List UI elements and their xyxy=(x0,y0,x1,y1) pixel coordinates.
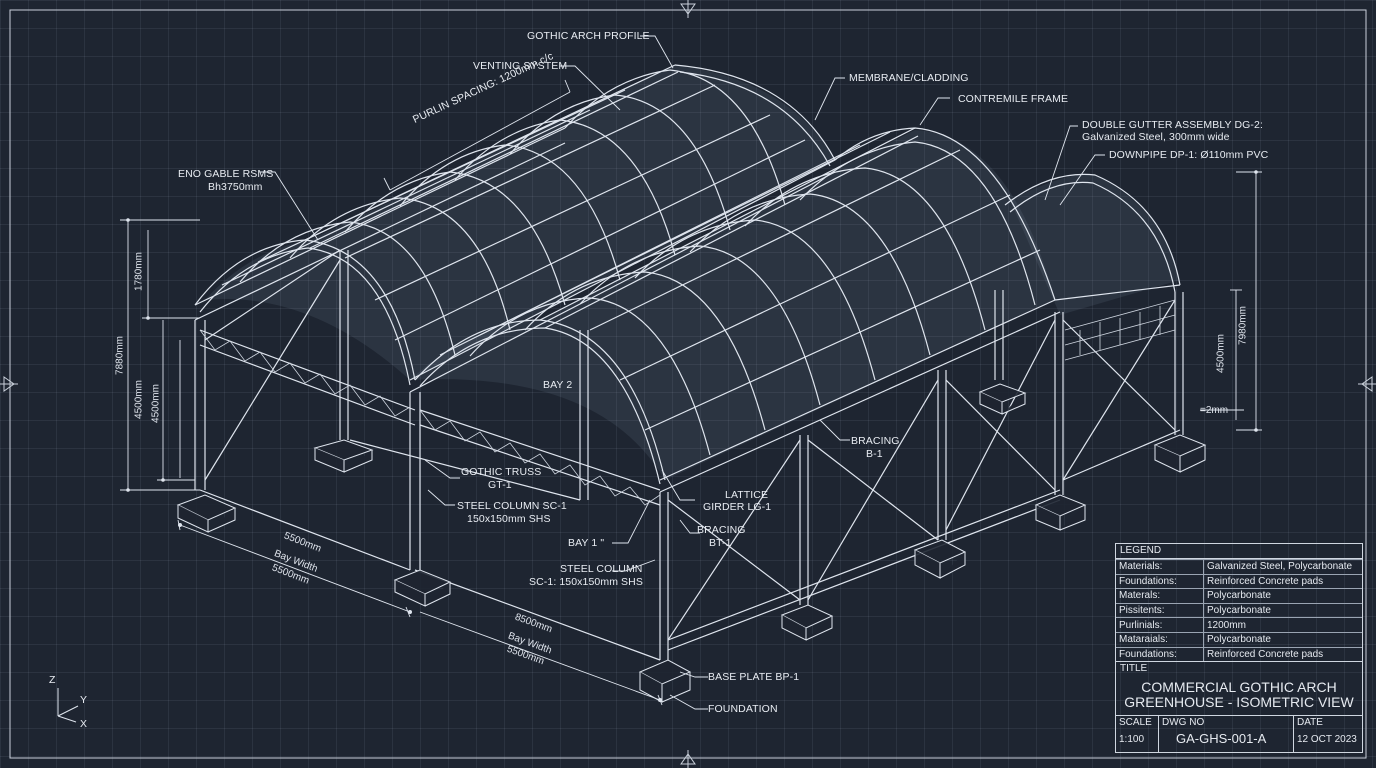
structure-lines xyxy=(194,64,1184,661)
label-base-plate: BASE PLATE BP-1 xyxy=(708,671,800,683)
dimension-ticks xyxy=(126,170,1258,702)
label-bracing-b: BRACING xyxy=(851,435,900,447)
label-end-gable-height: Bh3750mm xyxy=(208,181,263,193)
legend-value: Polycarbonate xyxy=(1203,631,1362,648)
label-lattice: LATTICE xyxy=(725,489,769,501)
scale-cell: SCALE 1:100 xyxy=(1116,716,1159,753)
drawing-title: COMMERCIAL GOTHIC ARCH GREENHOUSE - ISOM… xyxy=(1116,676,1362,715)
label-bracing-bt: BRACING xyxy=(697,524,746,536)
title-block: TITLE COMMERCIAL GOTHIC ARCH GREENHOUSE … xyxy=(1116,661,1362,753)
dim-2mm: =2mm xyxy=(1200,405,1229,416)
legend-key: Mataraials: xyxy=(1116,631,1204,648)
legend-heading: LEGEND xyxy=(1116,544,1362,559)
axis-z-label: Z xyxy=(49,674,56,686)
label-steel-column-2: STEEL COLUMN xyxy=(560,563,643,575)
label-bracing-b-id: B-1 xyxy=(866,448,883,460)
dwg-number: GA-GHS-001-A xyxy=(1176,731,1267,747)
scale-value: 1:100 xyxy=(1119,734,1145,746)
legend-key: Materials: xyxy=(1116,559,1204,575)
axis-triad-icon xyxy=(57,688,79,723)
label-double-gutter: DOUBLE GUTTER ASSEMBLY DG-2: xyxy=(1082,119,1263,131)
axis-x-label: X xyxy=(80,718,88,730)
axis-y-label: Y xyxy=(80,694,88,706)
legend-row: Materals:Polycarbonate xyxy=(1116,588,1362,604)
dim-4500-right: 4500mm xyxy=(1215,334,1227,373)
legend-row: Pissitents:Polycarbonate xyxy=(1116,602,1362,618)
label-bracing-bt-id: BT-1 xyxy=(709,537,732,549)
legend-key: Pissitents: xyxy=(1116,602,1204,618)
label-steel-column-1-size: 150x150mm SHS xyxy=(467,513,551,525)
dim-7880-left: 7880mm xyxy=(114,336,126,375)
dim-4500-b: 4500mm xyxy=(150,384,162,423)
legend-row: Foundations:Reinforced Concrete pads xyxy=(1116,646,1362,662)
legend-value: 1200mm xyxy=(1203,617,1362,633)
scale-label: SCALE xyxy=(1119,717,1152,729)
legend-row: Mataraials:Polycarbonate xyxy=(1116,631,1362,648)
axis-triad: Z Y X xyxy=(48,672,98,732)
legend-key: Materals: xyxy=(1116,588,1204,604)
label-membrane-cladding: MEMBRANE/CLADDING xyxy=(849,72,969,84)
legend-value: Galvanized Steel, Polycarbonate xyxy=(1203,559,1362,575)
legend-value: Reinforced Concrete pads xyxy=(1203,646,1362,662)
label-end-gable: ENO GABLE RSMS xyxy=(178,168,274,180)
dwg-label: DWG NO xyxy=(1162,717,1205,729)
label-lattice-girder: GIRDER LG-1 xyxy=(703,501,772,513)
dimension-lines xyxy=(120,171,1262,706)
drawing-title-line2: GREENHOUSE - ISOMETRIC VIEW xyxy=(1124,694,1354,711)
legend-key: Foundations: xyxy=(1116,646,1204,662)
legend-row: Purlinials:1200mm xyxy=(1116,617,1362,633)
label-venting-system: VENTING SYSTEM xyxy=(473,60,568,72)
dim-7980-right: 7980mm xyxy=(1237,306,1249,345)
legend-value: Reinforced Concrete pads xyxy=(1203,573,1362,589)
legend-table: Materials:Galvanized Steel, Polycarbonat… xyxy=(1116,559,1362,662)
label-steel-column-1: STEEL COLUMN SC-1 xyxy=(457,500,567,512)
title-heading: TITLE xyxy=(1120,663,1148,675)
legend-value: Polycarbonate xyxy=(1203,588,1362,604)
legend-row: Materials:Galvanized Steel, Polycarbonat… xyxy=(1116,559,1362,575)
label-foundation: FOUNDATION xyxy=(708,703,778,715)
label-contremile-frame: CONTREMILE FRAME xyxy=(958,93,1069,105)
leader-lines xyxy=(260,35,1105,710)
glazing-panels xyxy=(205,65,1180,480)
drawing-info-row: SCALE 1:100 DWG NO GA-GHS-001-A DATE 12 … xyxy=(1116,715,1362,753)
label-bay-2: BAY 2 xyxy=(543,379,573,391)
dwg-cell: DWG NO GA-GHS-001-A xyxy=(1159,716,1294,753)
date-label: DATE xyxy=(1297,717,1323,729)
label-gothic-truss-id: GT-1 xyxy=(488,479,512,491)
legend-panel: LEGEND Materials:Galvanized Steel, Polyc… xyxy=(1115,543,1363,754)
legend-row: Foundations:Reinforced Concrete pads xyxy=(1116,573,1362,589)
label-gothic-arch-profile: GOTHIC ARCH PROFILE xyxy=(527,30,650,42)
legend-key: Purlinials: xyxy=(1116,617,1204,633)
label-gothic-truss: GOTHIC TRUSS xyxy=(461,466,542,478)
date-value: 12 OCT 2023 xyxy=(1297,734,1357,746)
date-cell: DATE 12 OCT 2023 xyxy=(1294,716,1362,752)
drawing-title-line1: COMMERCIAL GOTHIC ARCH xyxy=(1141,679,1337,696)
label-downpipe: DOWNPIPE DP-1: Ø110mm PVC xyxy=(1109,149,1269,161)
label-double-gutter-spec: Galvanized Steel, 300mm wide xyxy=(1082,131,1230,143)
dim-4500-a: 4500mm xyxy=(133,380,145,419)
truss-webbing xyxy=(199,299,1176,506)
legend-key: Foundations: xyxy=(1116,573,1204,589)
label-bay-1: BAY 1 " xyxy=(568,537,605,549)
foundation-pads xyxy=(176,383,1207,703)
label-steel-column-2-size: SC-1: 150x150mm SHS xyxy=(529,576,643,588)
legend-value: Polycarbonate xyxy=(1203,602,1362,618)
dim-1780: 1780mm xyxy=(133,252,145,291)
